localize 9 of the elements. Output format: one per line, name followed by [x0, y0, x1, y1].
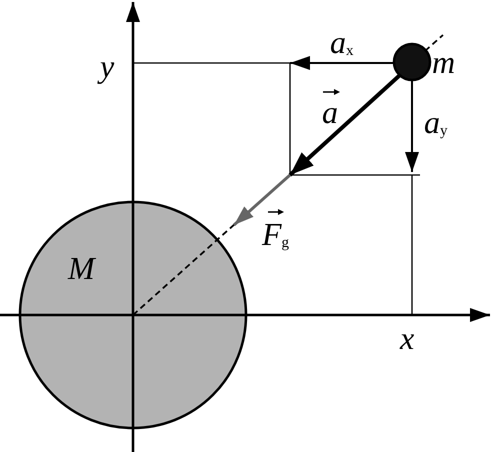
- planet-circle: [18, 200, 248, 430]
- mass-label: M: [68, 252, 95, 284]
- vector-label: F$_{g}$: [262, 218, 290, 251]
- component-label: a$_{y}$: [424, 106, 448, 139]
- mass-ball: [392, 42, 432, 82]
- vector-label: a: [322, 96, 338, 128]
- axis-label: x: [400, 322, 414, 354]
- mass-label: m: [432, 46, 456, 78]
- component-label: a$_{x}$: [330, 26, 354, 59]
